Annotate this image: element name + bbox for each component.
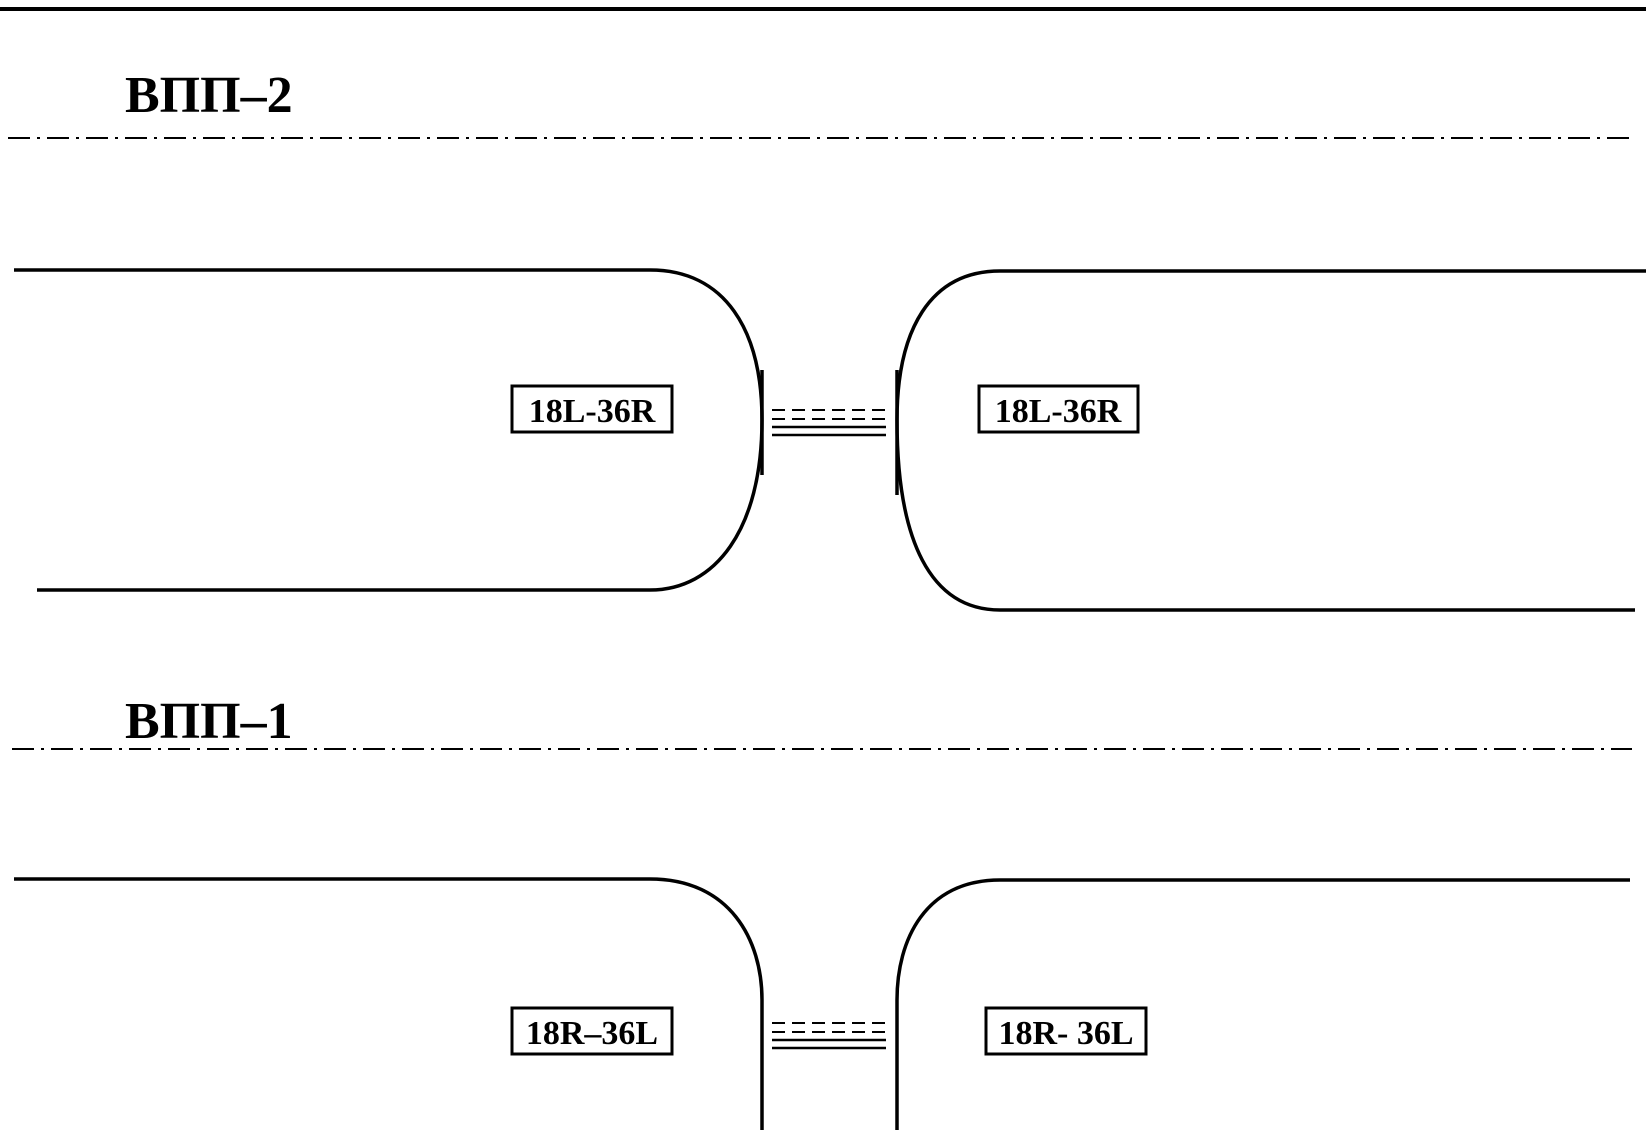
runway-title-vpp1: ВПП–1 [125, 693, 293, 750]
runway-label-box-left-top: 18L-36R [510, 384, 674, 434]
runway-label-box-right-top: 18L-36R [977, 384, 1140, 434]
taxiway-left-block-bottom [14, 877, 764, 1130]
hold-marking-top [772, 409, 886, 437]
runway-label-box-right-bottom: 18R- 36L [984, 1006, 1148, 1056]
runway-label-box-left-bottom: 18R–36L [510, 1006, 674, 1056]
runway-label-right-bottom: 18R- 36L [998, 1015, 1133, 1052]
runway-title-vpp2: ВПП–2 [125, 67, 293, 124]
runway-label-left-top: 18L-36R [529, 393, 656, 430]
runway-label-left-bottom: 18R–36L [526, 1015, 658, 1052]
taxiway-right-block-bottom [895, 878, 1630, 1130]
hold-marking-bottom [772, 1022, 886, 1050]
runway-label-right-top: 18L-36R [995, 393, 1122, 430]
taxiway-right-block-top [895, 269, 1646, 612]
